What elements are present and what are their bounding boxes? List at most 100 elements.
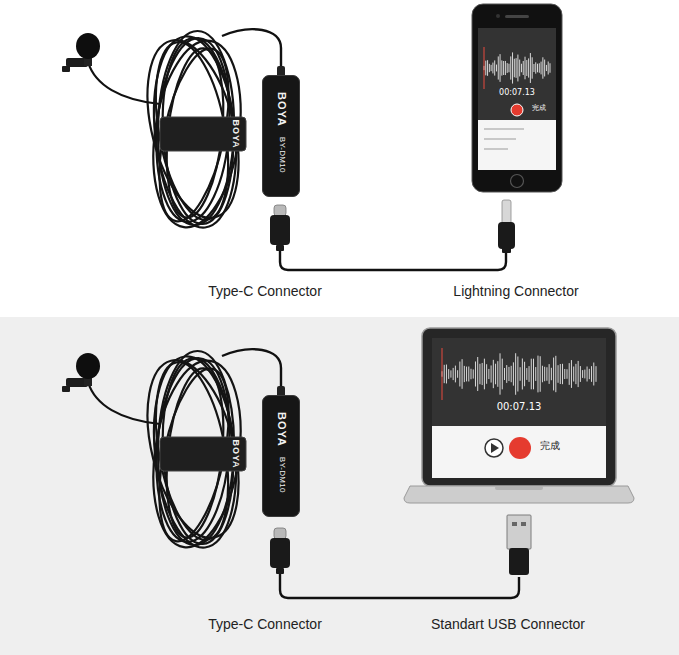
wave-bar [575,364,576,384]
usb-body [509,548,529,575]
playhead [442,348,443,400]
record-button [509,437,531,459]
wave-bar [596,366,597,382]
laptop-lid [422,328,616,486]
wave-bar [508,367,509,381]
wave-bar [537,356,538,393]
wave-bar [589,369,590,379]
wave-bar [528,58,529,77]
bottom-panel [0,317,679,655]
screen-light [478,28,556,170]
wave-bar [523,61,524,75]
wave-bar [560,364,561,384]
model-text: BY-DM10 [278,137,287,173]
wave-bar [486,364,487,384]
wave-bar [541,62,542,75]
playhead [484,47,485,89]
wave-bar [535,367,536,381]
wave-bar [503,61,504,75]
list-line [484,138,516,140]
wave-bar [468,367,469,382]
play-icon [491,443,499,453]
wave-bar [453,368,454,380]
phone-body [472,4,562,192]
wave-bar [544,60,545,77]
phone-screen: 00:07.13完成 [478,28,556,170]
wave-bar [517,356,518,391]
wave-bar [455,366,456,383]
wave-bar [508,64,509,73]
wave-bar [491,365,492,382]
wave-bar [525,57,526,80]
wave-bar [546,367,547,380]
wave-bar [526,60,527,76]
adapter-box: BOYA BY-DM10 [262,395,300,517]
wave-bar [475,361,476,386]
waveform [484,52,550,83]
wave-bar [569,363,570,385]
screen-light [432,338,606,478]
laptop-base [404,486,634,503]
wave-bar [537,64,538,73]
wave-bar [571,360,572,388]
wave-bar [558,365,559,383]
model-text: BY-DM10 [278,457,287,493]
screen-art [478,28,556,170]
wave-bar [533,359,534,390]
wave-bar [515,353,516,395]
lightning-body [498,222,515,249]
wave-bar [526,368,527,380]
wave-bar [482,363,483,385]
typec-connector [270,205,290,251]
adapter-print: BOYABY-DM10 [263,76,300,197]
wave-bar [498,56,499,79]
laptop-screen: 00:07.13完成 [432,338,606,478]
wave-bar [587,367,588,382]
wave-bar [535,62,536,73]
wave-bar [520,367,521,381]
wave-bar [502,359,503,390]
wave-bar [542,57,543,78]
wave-bar [573,366,574,381]
wave-bar [494,60,495,75]
wave-bar [591,366,592,382]
brand-text: BOYA [276,412,288,447]
wave-bar [582,370,583,378]
wave-bar [485,61,486,76]
wave-bar [540,356,541,392]
wave-bar [495,364,496,385]
lavalier-mic [62,29,285,233]
strap-logo: BOYA [231,119,242,148]
wave-bar [562,364,563,384]
wave-bar [500,353,501,394]
wave-bar [546,65,547,71]
waveform [442,353,596,395]
wave-bar [448,369,449,379]
connector-label: Type-C Connector [208,283,322,300]
wave-bar [444,365,445,383]
wave-bar [493,360,494,388]
wave-bar [521,64,522,73]
play-button [485,439,503,457]
wave-bar [516,58,517,78]
wave-bar [533,64,534,72]
wave-bar [551,368,552,380]
button-text: 完成 [540,440,560,451]
wave-bar [450,370,451,377]
wave-bar [457,370,458,378]
usb-shell [507,515,531,549]
wave-bar [484,359,485,390]
wave-bar [517,55,518,82]
wave-bar [549,364,550,384]
wave-bar [488,369,489,379]
wave-bar [504,368,505,380]
laptop-notch [495,486,543,490]
wave-bar [542,366,543,383]
adapter-box: BOYABY-DM10 [262,75,300,197]
wave-bar [491,65,492,71]
wave-bar [514,59,515,78]
wave-bar [462,359,463,389]
record-button [511,104,523,116]
wave-bar [464,366,465,382]
